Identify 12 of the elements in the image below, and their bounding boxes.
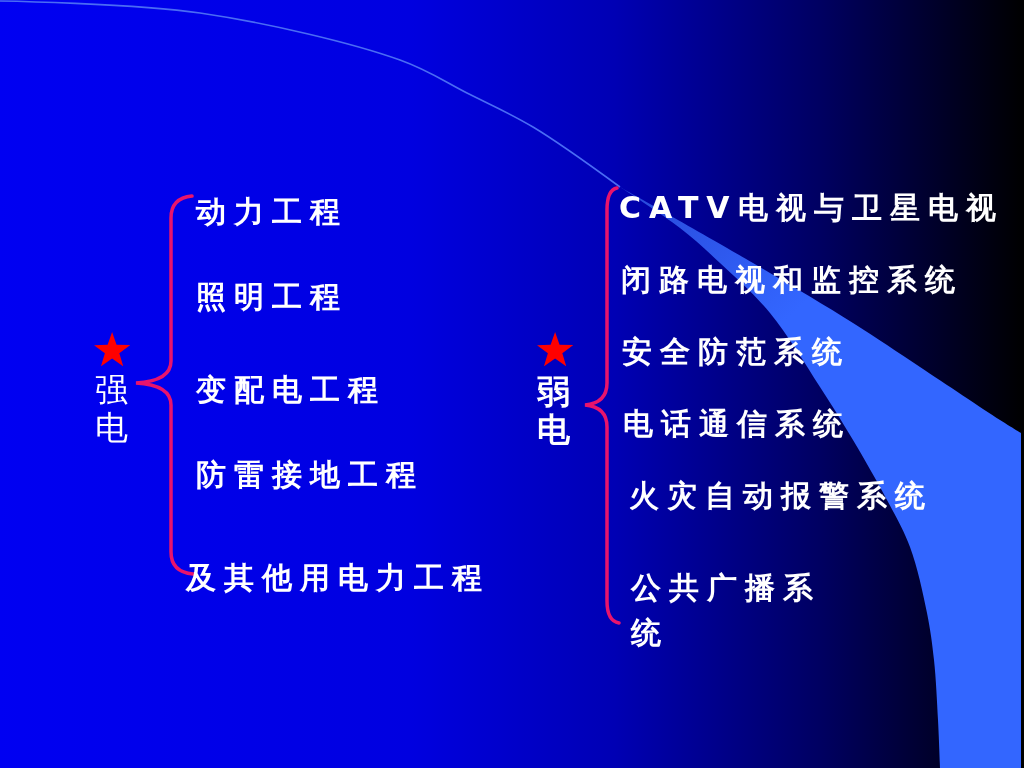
list-item: 闭路电视和监控系统 — [621, 261, 963, 299]
category-label: 强电 — [95, 371, 128, 447]
list-item: 公共广播系统 — [631, 569, 822, 652]
list-item: 防雷接地工程 — [196, 456, 424, 494]
list-item: 动力工程 — [196, 193, 348, 231]
category-label: 弱电 — [537, 373, 570, 449]
list-item: CATV电视与卫星电视 — [619, 189, 1004, 227]
list-item: 电话通信系统 — [623, 405, 851, 443]
list-item: 及其他用电力工程 — [186, 559, 490, 597]
list-item: 火灾自动报警系统 — [629, 477, 933, 515]
list-item: 变配电工程 — [196, 371, 386, 409]
list-item: 照明工程 — [196, 278, 348, 316]
